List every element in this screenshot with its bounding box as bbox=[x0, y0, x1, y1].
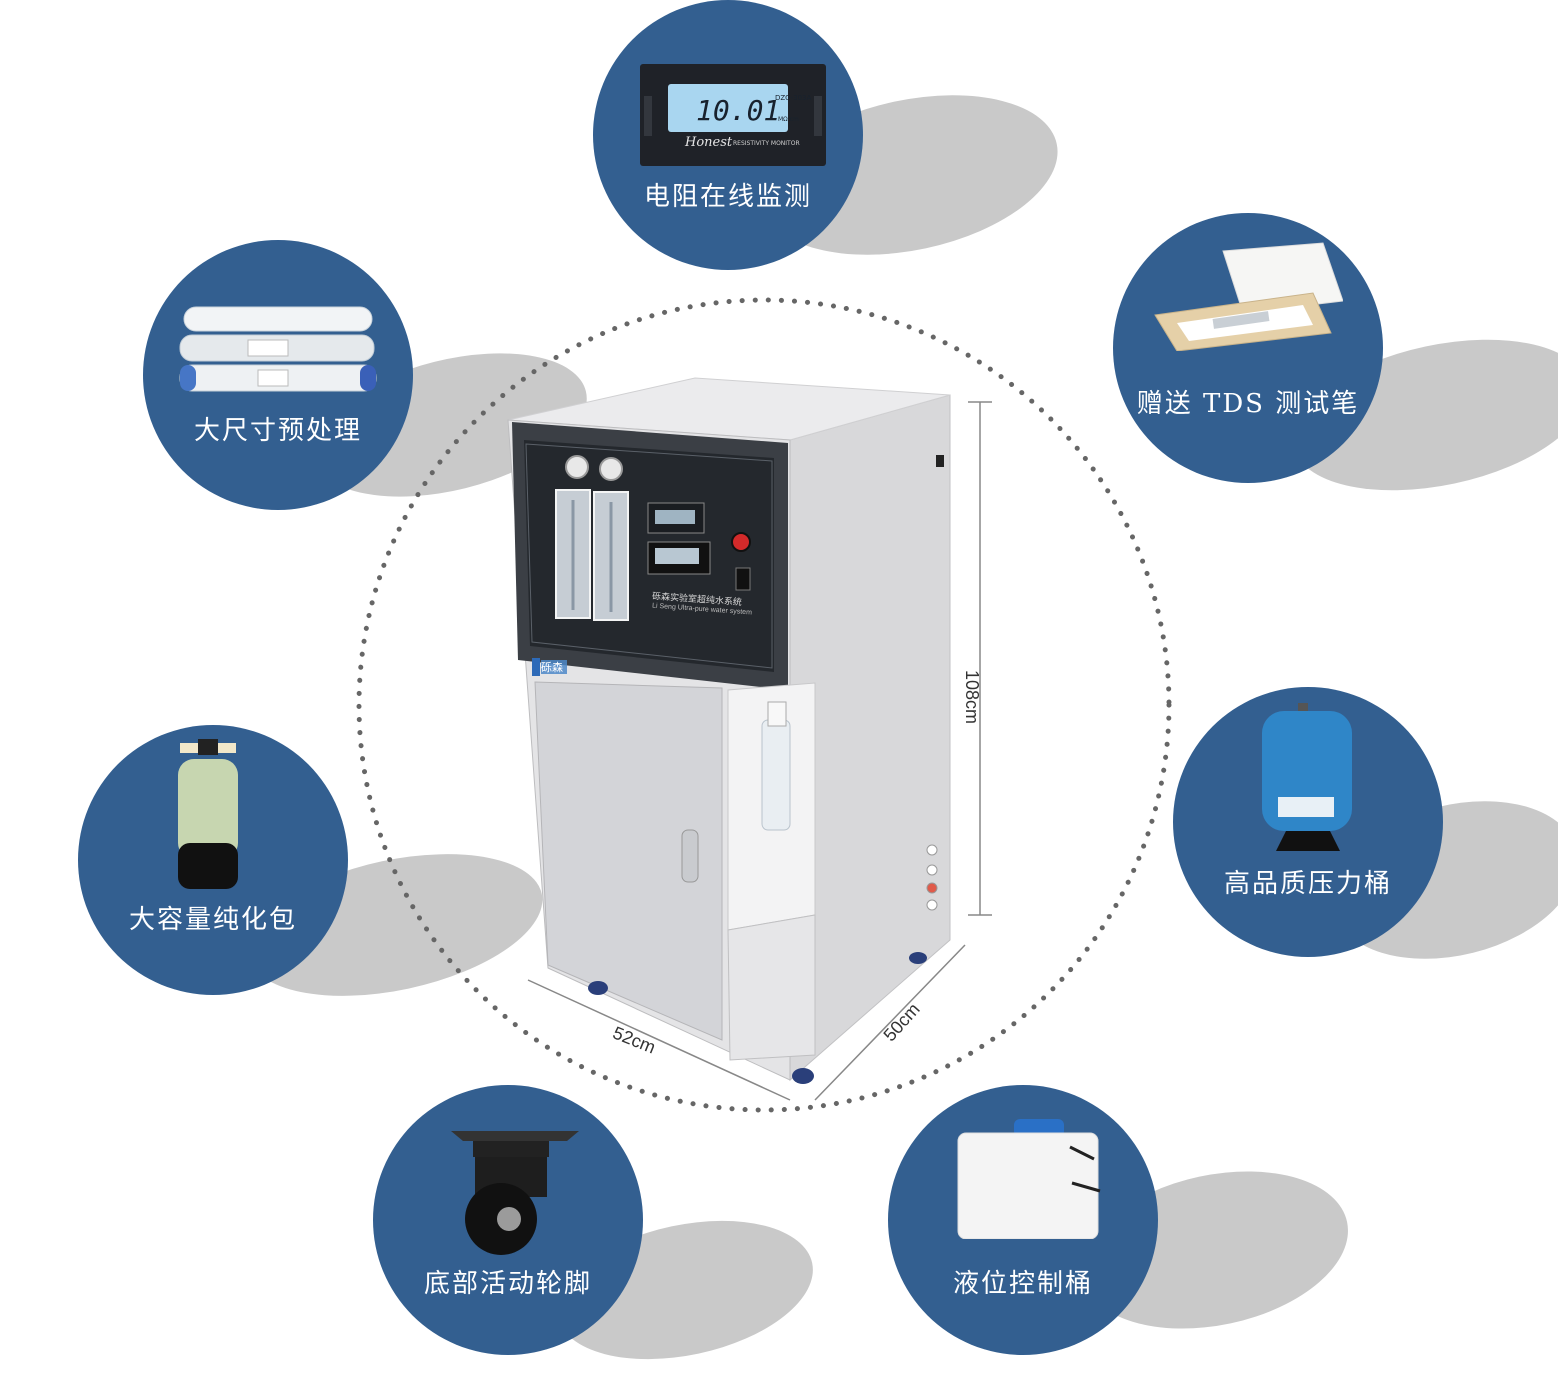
power-button bbox=[731, 532, 751, 552]
water-bottle bbox=[761, 719, 791, 831]
feature-label-pressure-tank: 高品质压力桶 bbox=[1223, 869, 1392, 899]
meter-unit: MΩ·cm bbox=[778, 116, 799, 123]
feature-label-level-tank: 液位控制桶 bbox=[952, 1269, 1093, 1299]
tds-pen-icon bbox=[1154, 242, 1343, 351]
pressure-gauge-1 bbox=[565, 455, 589, 479]
meter-model: DZG-303A bbox=[775, 94, 812, 102]
height-dimension: 108cm bbox=[962, 670, 982, 725]
purification-vessel-icon bbox=[178, 739, 238, 889]
meter-reading: 10.01 bbox=[696, 94, 781, 127]
feature-casters: 底部活动轮脚 bbox=[373, 1085, 643, 1355]
feature-pretreatment: 大尺寸预处理 bbox=[143, 240, 413, 510]
rocker-switch bbox=[735, 567, 751, 591]
caster-wheel-icon bbox=[451, 1131, 579, 1255]
meter-caption: RESISTIVITY MONITOR bbox=[733, 140, 800, 147]
pressure-tank-icon bbox=[1262, 703, 1352, 851]
feature-tds-pen: 赠送 TDS 测试笔 bbox=[1113, 213, 1383, 483]
feature-online-monitor: 10.01 MΩ·cm DZG-303A Honest RESISTIVITY … bbox=[593, 0, 863, 270]
feature-level-tank: 液位控制桶 bbox=[888, 1085, 1158, 1355]
filter-cartridge-icon bbox=[179, 306, 377, 392]
feature-label-purification: 大容量纯化包 bbox=[128, 905, 297, 935]
meter-brand: Honest bbox=[685, 135, 733, 150]
door-handle bbox=[681, 829, 699, 883]
feature-pressure-tank: 高品质压力桶 bbox=[1173, 687, 1443, 957]
feature-purification: 大容量纯化包 bbox=[78, 725, 348, 995]
feature-label-tds-pen: 赠送 TDS 测试笔 bbox=[1136, 389, 1360, 419]
level-tank-icon bbox=[957, 1119, 1101, 1239]
feature-label-pretreatment: 大尺寸预处理 bbox=[193, 416, 362, 446]
feature-label-online-monitor: 电阻在线监测 bbox=[643, 182, 812, 212]
pressure-gauge-2 bbox=[599, 457, 623, 481]
feature-label-casters: 底部活动轮脚 bbox=[423, 1269, 592, 1299]
resistivity-meter-icon bbox=[640, 64, 826, 166]
machine-logo: 砾森 bbox=[541, 661, 563, 674]
